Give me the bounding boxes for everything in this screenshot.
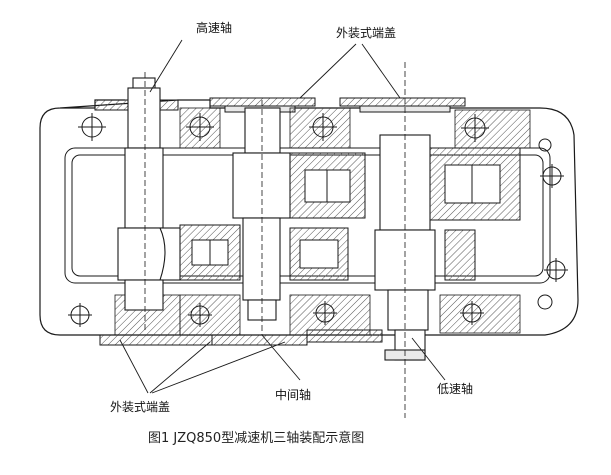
large-gear <box>429 147 521 281</box>
label-high-speed-shaft: 高速轴 <box>196 21 233 35</box>
high-speed-shaft <box>117 72 181 330</box>
label-low-speed-shaft: 低速轴 <box>437 382 474 396</box>
label-external-cover-bottom: 外装式端盖 <box>110 400 171 414</box>
low-speed-shaft <box>374 62 436 418</box>
bearing-seats <box>114 107 531 336</box>
label-intermediate-shaft: 中间轴 <box>275 388 312 402</box>
intermediate-shaft <box>232 100 291 335</box>
label-external-cover-top: 外装式端盖 <box>336 26 397 40</box>
figure-caption: 图1 JZQ850型减速机三轴装配示意图 <box>148 431 365 446</box>
intermediate-gear <box>289 152 366 281</box>
pinion-gear <box>179 224 241 281</box>
leader-lines <box>119 39 446 394</box>
bolt-holes <box>68 113 568 327</box>
